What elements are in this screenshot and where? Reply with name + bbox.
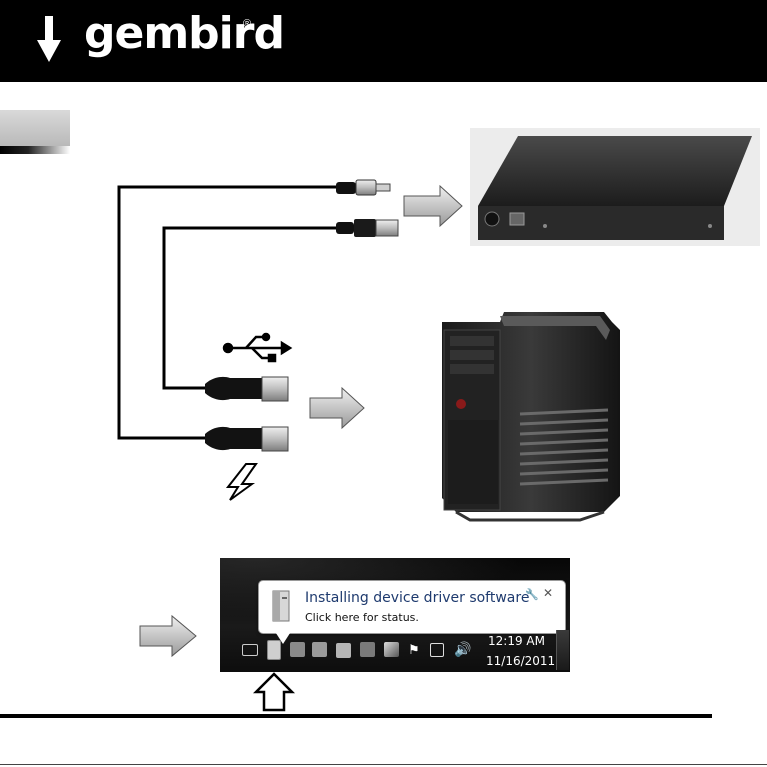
arrow-right-icon (404, 186, 462, 226)
show-desktop-button[interactable] (556, 630, 569, 670)
usb-a-plug-power (205, 427, 288, 451)
taskbar-clock-time[interactable]: 12:19 AM (488, 634, 545, 648)
keyboard-icon[interactable] (336, 643, 351, 658)
taskbar-clock-date[interactable]: 11/16/2011 (486, 654, 555, 668)
arrow-right-icon (140, 616, 196, 656)
checkmark-icon[interactable] (312, 642, 327, 657)
notification-balloon[interactable]: Installing device driver software Click … (258, 580, 566, 634)
arrow-up-icon (256, 674, 292, 710)
cables (119, 187, 338, 438)
usb-icon (224, 334, 290, 361)
mail-icon[interactable] (242, 644, 258, 656)
external-dvd-drive-image (470, 128, 760, 246)
close-icon[interactable]: ✕ (543, 586, 553, 600)
generic-app-icon[interactable] (384, 642, 399, 657)
footer-rule (0, 714, 712, 718)
usb-a-plug-data (205, 377, 288, 401)
flag-icon[interactable]: ⚑ (408, 642, 423, 657)
volume-icon[interactable]: 🔊 (454, 641, 469, 656)
dc-power-plug (336, 180, 390, 195)
notification-title: Installing device driver software (305, 590, 529, 606)
lightning-icon (228, 464, 256, 500)
notification-subtitle[interactable]: Click here for status. (305, 611, 419, 624)
pc-tower-image (442, 312, 620, 520)
footer-thin-rule (0, 764, 767, 765)
wrench-icon[interactable]: 🔧 (525, 588, 539, 601)
device-installer-icon[interactable] (267, 640, 281, 660)
network-connection-icon[interactable] (430, 643, 444, 657)
usb-b-plug (336, 219, 398, 237)
arrow-right-icon (310, 388, 364, 428)
device-installer-icon (269, 589, 293, 628)
network-icon[interactable] (360, 642, 375, 657)
app-icon[interactable] (290, 642, 305, 657)
